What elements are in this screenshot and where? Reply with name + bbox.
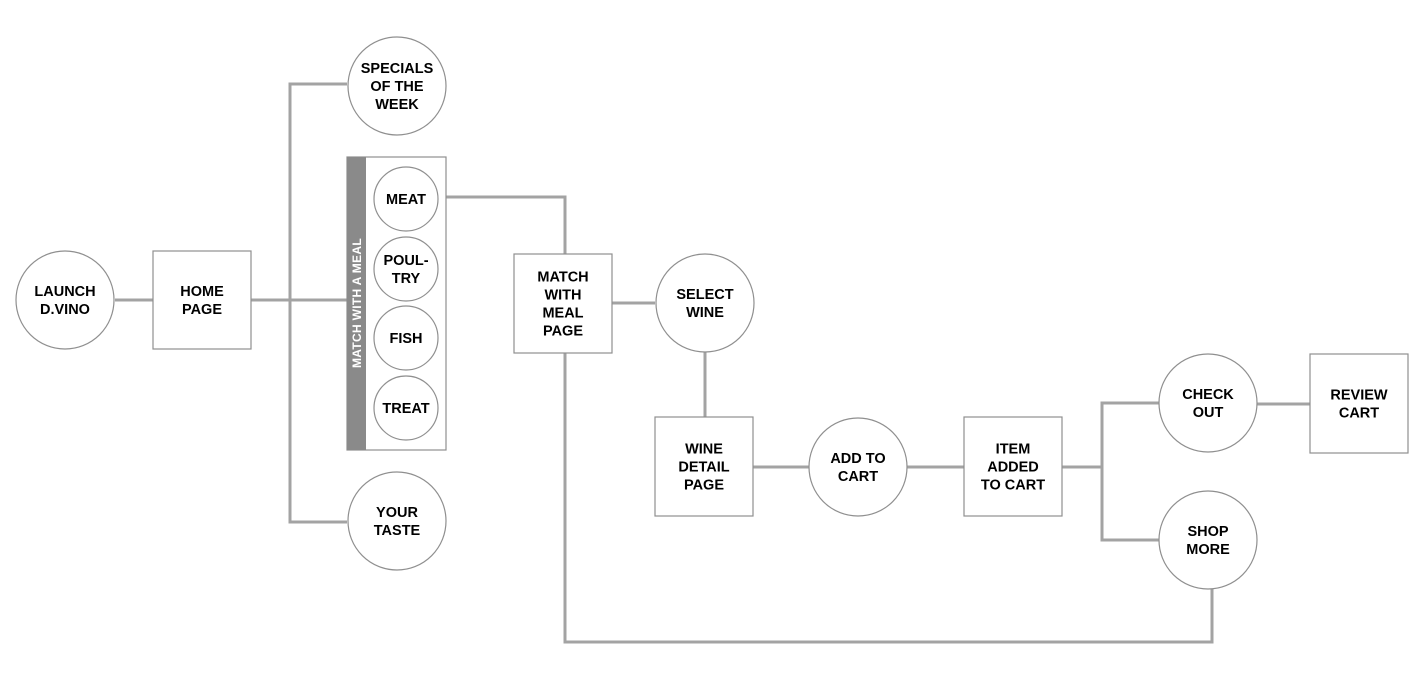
node-home: HOME PAGE [152,250,252,350]
treat-label-line: TREAT [382,401,429,417]
node-wine-detail: WINE DETAIL PAGE [654,416,754,517]
review-cart-box [1309,353,1409,454]
node-shop-more: SHOP MORE [1158,490,1258,590]
match-page-label-line: MEAL [542,306,583,322]
match-page-label-line: WITH [544,288,581,304]
match-page-label-line: MATCH [537,270,588,286]
node-select-wine: SELECT WINE [655,253,755,353]
your-taste-circle [347,471,447,571]
launch-circle [15,250,115,350]
node-launch: LAUNCH D.VINO [15,250,115,350]
wine-detail-label-line: WINE [685,442,723,458]
specials-label-line: OF THE [370,79,423,95]
review-cart-label-line: REVIEW [1330,388,1388,404]
group-label: MATCH WITH A MEAL [350,238,364,368]
item-added-label-line: ITEM [996,442,1031,458]
shop-more-label-line: MORE [1186,542,1230,558]
node-item-added: ITEM ADDED TO CART [963,416,1063,517]
select-wine-label-line: SELECT [676,287,733,303]
item-added-label-line: ADDED [987,460,1039,476]
poultry-circle [373,236,439,302]
match-page-label-line: PAGE [543,324,583,340]
node-match-page: MATCH WITH MEAL PAGE [513,253,613,354]
your-taste-label-line: YOUR [376,505,418,521]
select-wine-circle [655,253,755,353]
meat-label-line: MEAT [386,192,426,208]
item-added-label-line: TO CART [981,478,1045,494]
edge-meat-match-page [446,195,567,254]
node-your-taste: YOUR TASTE [347,471,447,571]
group-bar [347,157,366,450]
edge-shop-more-match-page [563,353,1214,644]
wine-detail-label-line: PAGE [684,478,724,494]
connectors [115,82,1310,644]
your-taste-label-line: TASTE [374,523,421,539]
check-out-label-line: CHECK [1182,387,1234,403]
node-specials: SPECIALS OF THE WEEK [347,36,447,136]
add-to-cart-circle [808,417,908,517]
node-meat: MEAT [373,166,439,232]
specials-circle [347,36,447,136]
wine-detail-box [654,416,754,517]
fish-circle [373,305,439,371]
add-to-cart-label-line: ADD TO [830,451,885,467]
home-label-line: PAGE [182,302,222,318]
home-label-line: HOME [180,284,224,300]
poultry-label-line: POUL- [383,253,428,269]
item-added-box [963,416,1063,517]
fish-label-line: FISH [389,331,422,347]
node-check-out: CHECK OUT [1158,353,1258,453]
launch-label-line: D.VINO [40,302,90,318]
meat-circle [373,166,439,232]
shop-more-circle [1158,490,1258,590]
node-review-cart: REVIEW CART [1309,353,1409,454]
poultry-label-line: TRY [392,271,421,287]
node-fish: FISH [373,305,439,371]
wine-detail-label-line: DETAIL [678,460,729,476]
shop-more-label-line: SHOP [1187,524,1228,540]
edge-branch-check-out-shop-more [1100,401,1160,542]
node-treat: TREAT [373,375,439,441]
treat-circle [373,375,439,441]
home-box [152,250,252,350]
edge-home-specials-your-taste [288,82,347,524]
node-add-to-cart: ADD TO CART [808,417,908,517]
select-wine-label-line: WINE [686,305,724,321]
launch-label-line: LAUNCH [34,284,95,300]
review-cart-label-line: CART [1339,406,1379,422]
specials-label-line: SPECIALS [361,61,434,77]
specials-label-line: WEEK [375,97,419,113]
node-poultry: POUL- TRY [373,236,439,302]
check-out-label-line: OUT [1193,405,1224,421]
add-to-cart-label-line: CART [838,469,878,485]
match-page-box [513,253,613,354]
check-out-circle [1158,353,1258,453]
